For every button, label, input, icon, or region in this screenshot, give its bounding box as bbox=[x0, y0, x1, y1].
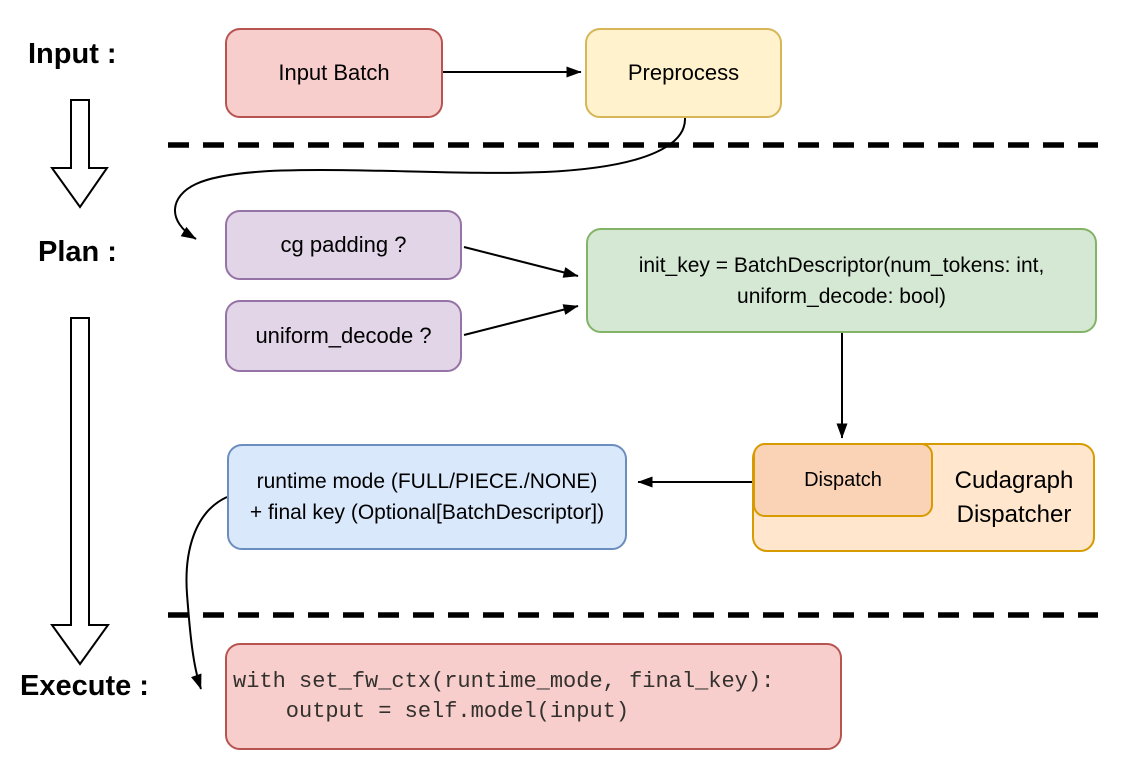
preprocess-node: Preprocess bbox=[585, 28, 782, 118]
runtime-mode-line1: runtime mode (FULL/PIECE./NONE) bbox=[256, 470, 598, 493]
dispatch-node: Dispatch bbox=[753, 443, 933, 517]
cg-padding-node: cg padding ? bbox=[225, 210, 462, 280]
input-to-plan-flow-arrow bbox=[50, 99, 109, 209]
runtime-mode-line2: + final key (Optional[BatchDescriptor]) bbox=[249, 501, 605, 524]
init-key-line2: uniform_decode: bool) bbox=[737, 284, 946, 308]
arrow-uniform-decode-to-init-key bbox=[463, 304, 579, 336]
input-batch-node: Input Batch bbox=[225, 28, 443, 118]
plan-stage-label: Plan : bbox=[38, 236, 117, 268]
cudagraph-dispatcher-line2: Dispatcher bbox=[956, 500, 1072, 528]
arrow-runtime-mode-to-execute-code bbox=[185, 496, 228, 690]
arrow-cg-padding-to-init-key bbox=[463, 246, 579, 278]
runtime-mode-node: runtime mode (FULL/PIECE./NONE) + final … bbox=[227, 444, 627, 550]
execute-code-line2: output = self.model(input) bbox=[233, 698, 630, 724]
plan-to-execute-flow-arrow bbox=[50, 317, 110, 666]
init-key-line1: init_key = BatchDescriptor(num_tokens: i… bbox=[638, 253, 1045, 277]
init-key-node: init_key = BatchDescriptor(num_tokens: i… bbox=[586, 228, 1097, 333]
arrow-preprocess-to-plan bbox=[174, 117, 687, 240]
preprocess-label: Preprocess bbox=[627, 60, 740, 85]
uniform-decode-label: uniform_decode ? bbox=[255, 323, 432, 348]
cg-padding-label: cg padding ? bbox=[280, 232, 407, 257]
execute-stage-label: Execute : bbox=[20, 670, 149, 702]
input-batch-label: Input Batch bbox=[278, 60, 390, 85]
cudagraph-dispatcher-line1: Cudagraph bbox=[954, 466, 1074, 494]
dispatch-label: Dispatch bbox=[804, 469, 882, 491]
input-stage-label: Input : bbox=[28, 38, 117, 70]
cudagraph-dispatcher-label: Cudagraph Dispatcher bbox=[933, 443, 1095, 552]
uniform-decode-node: uniform_decode ? bbox=[225, 300, 462, 372]
execute-code-node: with set_fw_ctx(runtime_mode, final_key)… bbox=[225, 643, 842, 750]
execute-code-line1: with set_fw_ctx(runtime_mode, final_key)… bbox=[233, 668, 775, 694]
